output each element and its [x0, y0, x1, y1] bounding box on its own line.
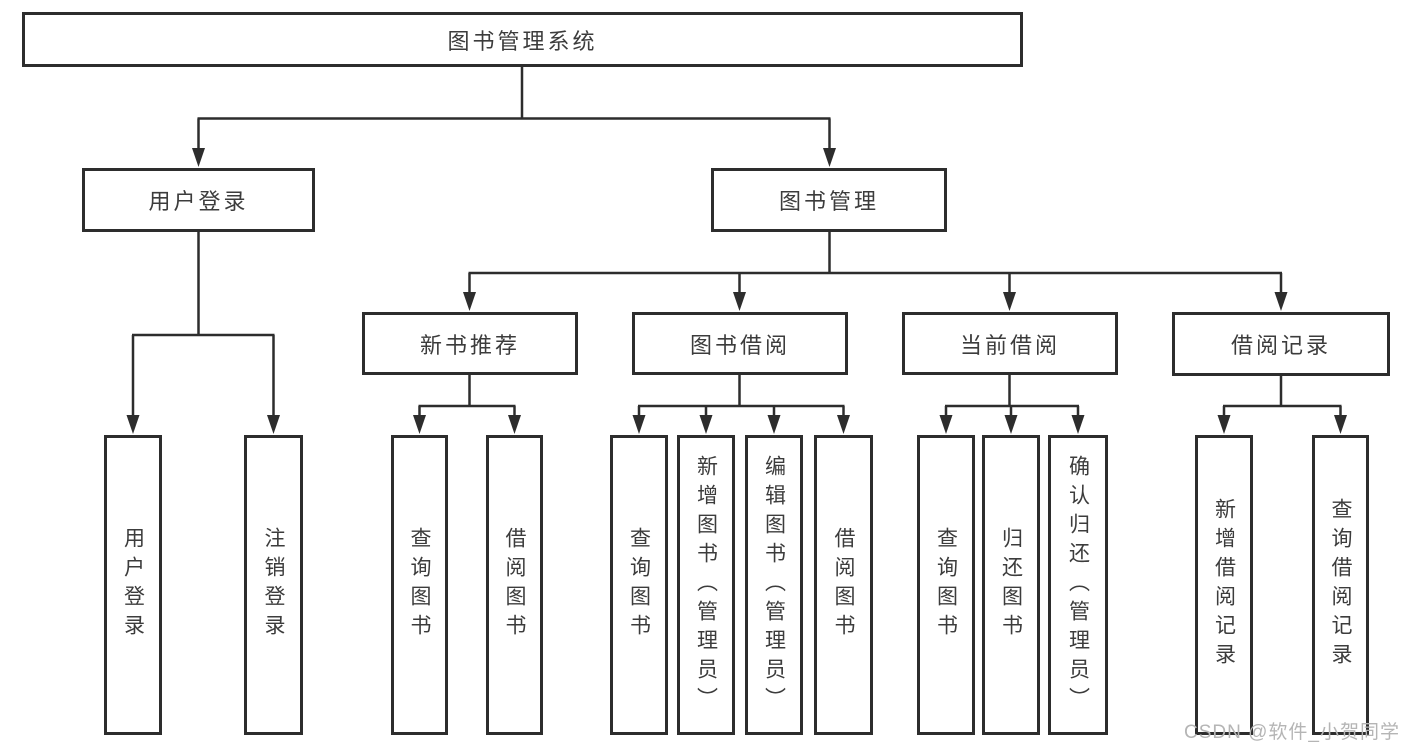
node-current-borrowing: 当前借阅: [902, 312, 1118, 375]
arrowhead-icon: [699, 415, 713, 434]
arrowhead-icon: [1003, 292, 1016, 311]
arrowhead-icon: [508, 415, 521, 434]
arrowhead-icon: [192, 148, 205, 167]
arrowhead-icon: [939, 415, 953, 434]
connector-root-to-level2: [192, 67, 836, 167]
leaf-borrow-borrow-books: 借阅图书: [814, 435, 873, 735]
connector-bookborrow-to-leaves: [632, 375, 850, 434]
arrowhead-icon: [1071, 415, 1085, 434]
arrowhead-icon: [1004, 415, 1018, 434]
arrowhead-icon: [463, 292, 476, 311]
connector-newbooks-to-leaves: [413, 375, 521, 434]
arrowhead-icon: [632, 415, 646, 434]
leaf-current-confirm-return-admin: 确认归还（管理员）: [1048, 435, 1108, 735]
leaf-user-login: 用户登录: [104, 435, 162, 735]
arrowhead-icon: [733, 292, 746, 311]
arrowhead-icon: [1274, 292, 1288, 311]
arrowhead-icon: [413, 415, 426, 434]
leaf-records-add-record: 新增借阅记录: [1195, 435, 1253, 735]
node-user-login: 用户登录: [82, 168, 315, 232]
leaf-newbooks-query-books: 查询图书: [391, 435, 448, 735]
arrowhead-icon: [767, 415, 781, 434]
node-book-management: 图书管理: [711, 168, 947, 232]
leaf-current-return-books: 归还图书: [982, 435, 1040, 735]
node-borrowing-records: 借阅记录: [1172, 312, 1390, 376]
node-new-book-recommend: 新书推荐: [362, 312, 578, 375]
node-book-borrowing: 图书借阅: [632, 312, 848, 375]
leaf-borrow-add-books-admin: 新增图书（管理员）: [677, 435, 735, 735]
arrowhead-icon: [126, 415, 140, 434]
leaf-logout: 注销登录: [244, 435, 303, 735]
connector-userlogin-to-leaves: [126, 232, 280, 434]
arrowhead-icon: [823, 148, 836, 167]
leaf-borrow-query-books: 查询图书: [610, 435, 668, 735]
leaf-borrow-edit-books-admin: 编辑图书（管理员）: [745, 435, 803, 735]
arrowhead-icon: [1334, 415, 1347, 434]
connector-records-to-leaves: [1217, 376, 1347, 434]
node-library-management-system: 图书管理系统: [22, 12, 1023, 67]
csdn-watermark: CSDN @软件_小贺同学: [1184, 722, 1400, 743]
connector-bookmgmt-to-level3: [463, 232, 1288, 311]
leaf-current-query-books: 查询图书: [917, 435, 975, 735]
arrowhead-icon: [267, 415, 280, 434]
leaf-records-query-record: 查询借阅记录: [1312, 435, 1369, 735]
arrowhead-icon: [1217, 415, 1231, 434]
connector-currentborrow-to-leaves: [939, 375, 1085, 434]
leaf-newbooks-borrow-books: 借阅图书: [486, 435, 543, 735]
arrowhead-icon: [837, 415, 850, 434]
